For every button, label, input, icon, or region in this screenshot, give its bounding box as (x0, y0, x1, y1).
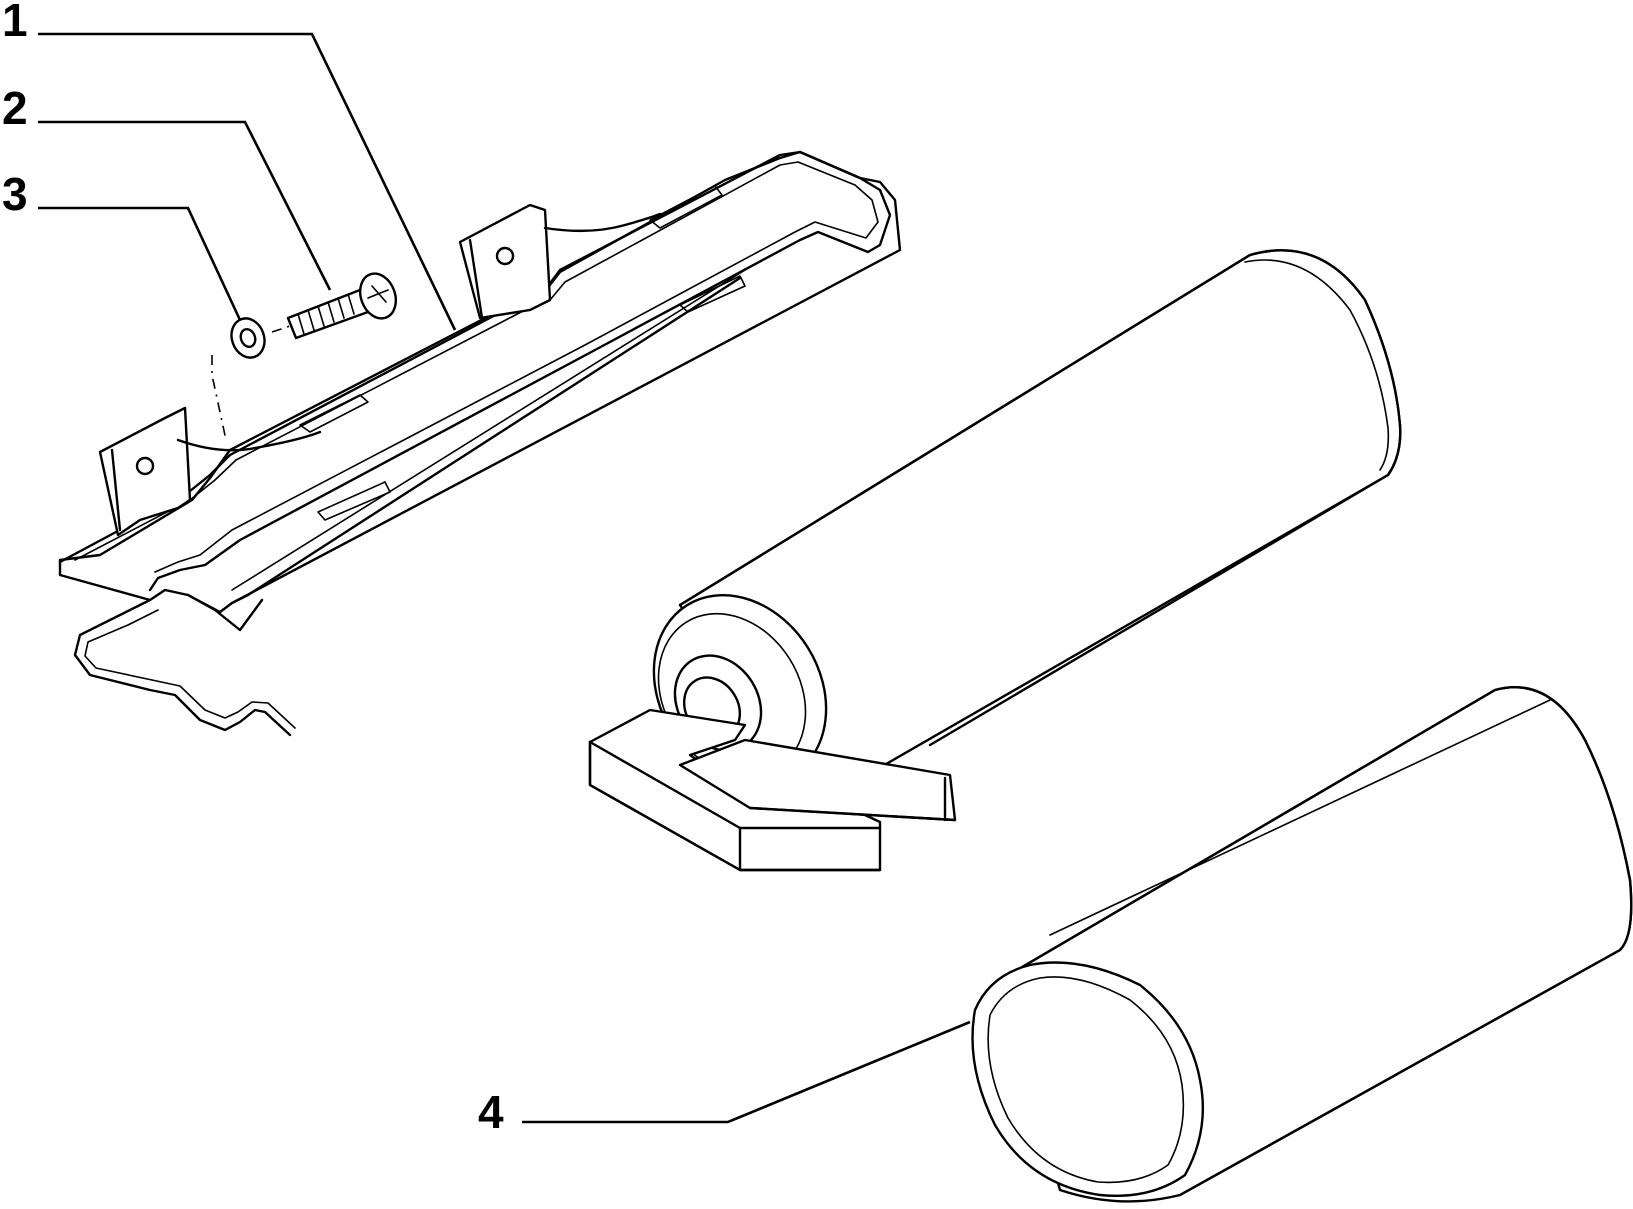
part-1-bracket (58, 150, 902, 737)
leader-lines (38, 32, 971, 1124)
callout-3: 3 (2, 168, 28, 220)
leader-1 (38, 32, 457, 331)
part-2-screw (286, 272, 398, 340)
callout-labels: 1 2 3 4 (2, 0, 504, 1138)
callout-1: 1 (2, 0, 28, 46)
cylinder-assembly (588, 249, 1402, 872)
leader-3 (38, 206, 242, 321)
callout-4: 4 (478, 1086, 504, 1138)
part-4-cover-sleeve (971, 686, 1633, 1203)
callout-2: 2 (2, 82, 28, 134)
leader-4 (522, 1020, 971, 1124)
part-3-washer (211, 317, 291, 441)
leader-2 (38, 120, 332, 291)
